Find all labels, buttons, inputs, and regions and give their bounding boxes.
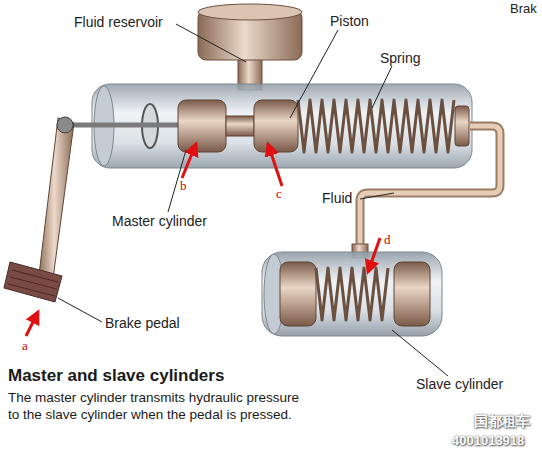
slave-cylinder-body: [262, 252, 442, 336]
red-arrows: [26, 144, 380, 336]
cut-off-label: Brak: [510, 1, 537, 17]
reservoir-cap: [198, 4, 302, 20]
pedal-lever: [38, 118, 74, 286]
callout-letter: a: [22, 338, 28, 354]
leader-line: [360, 193, 394, 199]
callout-letter: c: [276, 186, 282, 202]
red-arrow: [26, 312, 38, 336]
part-label: Spring: [380, 50, 420, 67]
leader-line: [290, 30, 338, 118]
callout-letter: d: [384, 232, 391, 248]
figure-caption: The master cylinder transmits hydraulic …: [8, 390, 308, 424]
pedal-pad: [4, 262, 62, 302]
leader-line: [168, 150, 186, 212]
slave-piston: [280, 262, 316, 326]
spring: [298, 100, 454, 152]
leader-line: [58, 298, 102, 322]
part-label: Brake pedal: [105, 315, 180, 332]
fluid-pipe-core: [360, 126, 500, 255]
watermark: 4001013918: [452, 433, 524, 449]
slave-piston: [394, 262, 430, 326]
slave-spring: [316, 268, 388, 320]
callout-letter: b: [180, 178, 187, 194]
end-fitting: [455, 106, 469, 146]
leader-line: [392, 330, 448, 376]
pedal-pivot: [57, 117, 73, 133]
primary-piston: [178, 100, 226, 152]
piston: [254, 100, 298, 152]
part-label: Fluid reservoir: [74, 14, 163, 31]
watermark: 国都租车: [474, 413, 530, 430]
part-label: Fluid: [322, 190, 352, 207]
leader-line: [372, 66, 392, 108]
part-label: Slave cylinder: [416, 376, 503, 393]
red-arrow: [182, 144, 196, 178]
leader-lines: [58, 24, 448, 376]
piston-rod: [226, 116, 254, 136]
part-label: Piston: [330, 13, 369, 30]
red-arrow: [268, 144, 282, 186]
pad-ridges: [8, 270, 58, 296]
figure-title: Master and slave cylinders: [8, 366, 224, 386]
fluid-pipe: [360, 126, 500, 255]
pushrod: [65, 123, 180, 128]
red-arrow: [368, 238, 380, 272]
leader-line: [176, 24, 246, 62]
part-label: Master cylinder: [112, 213, 207, 230]
